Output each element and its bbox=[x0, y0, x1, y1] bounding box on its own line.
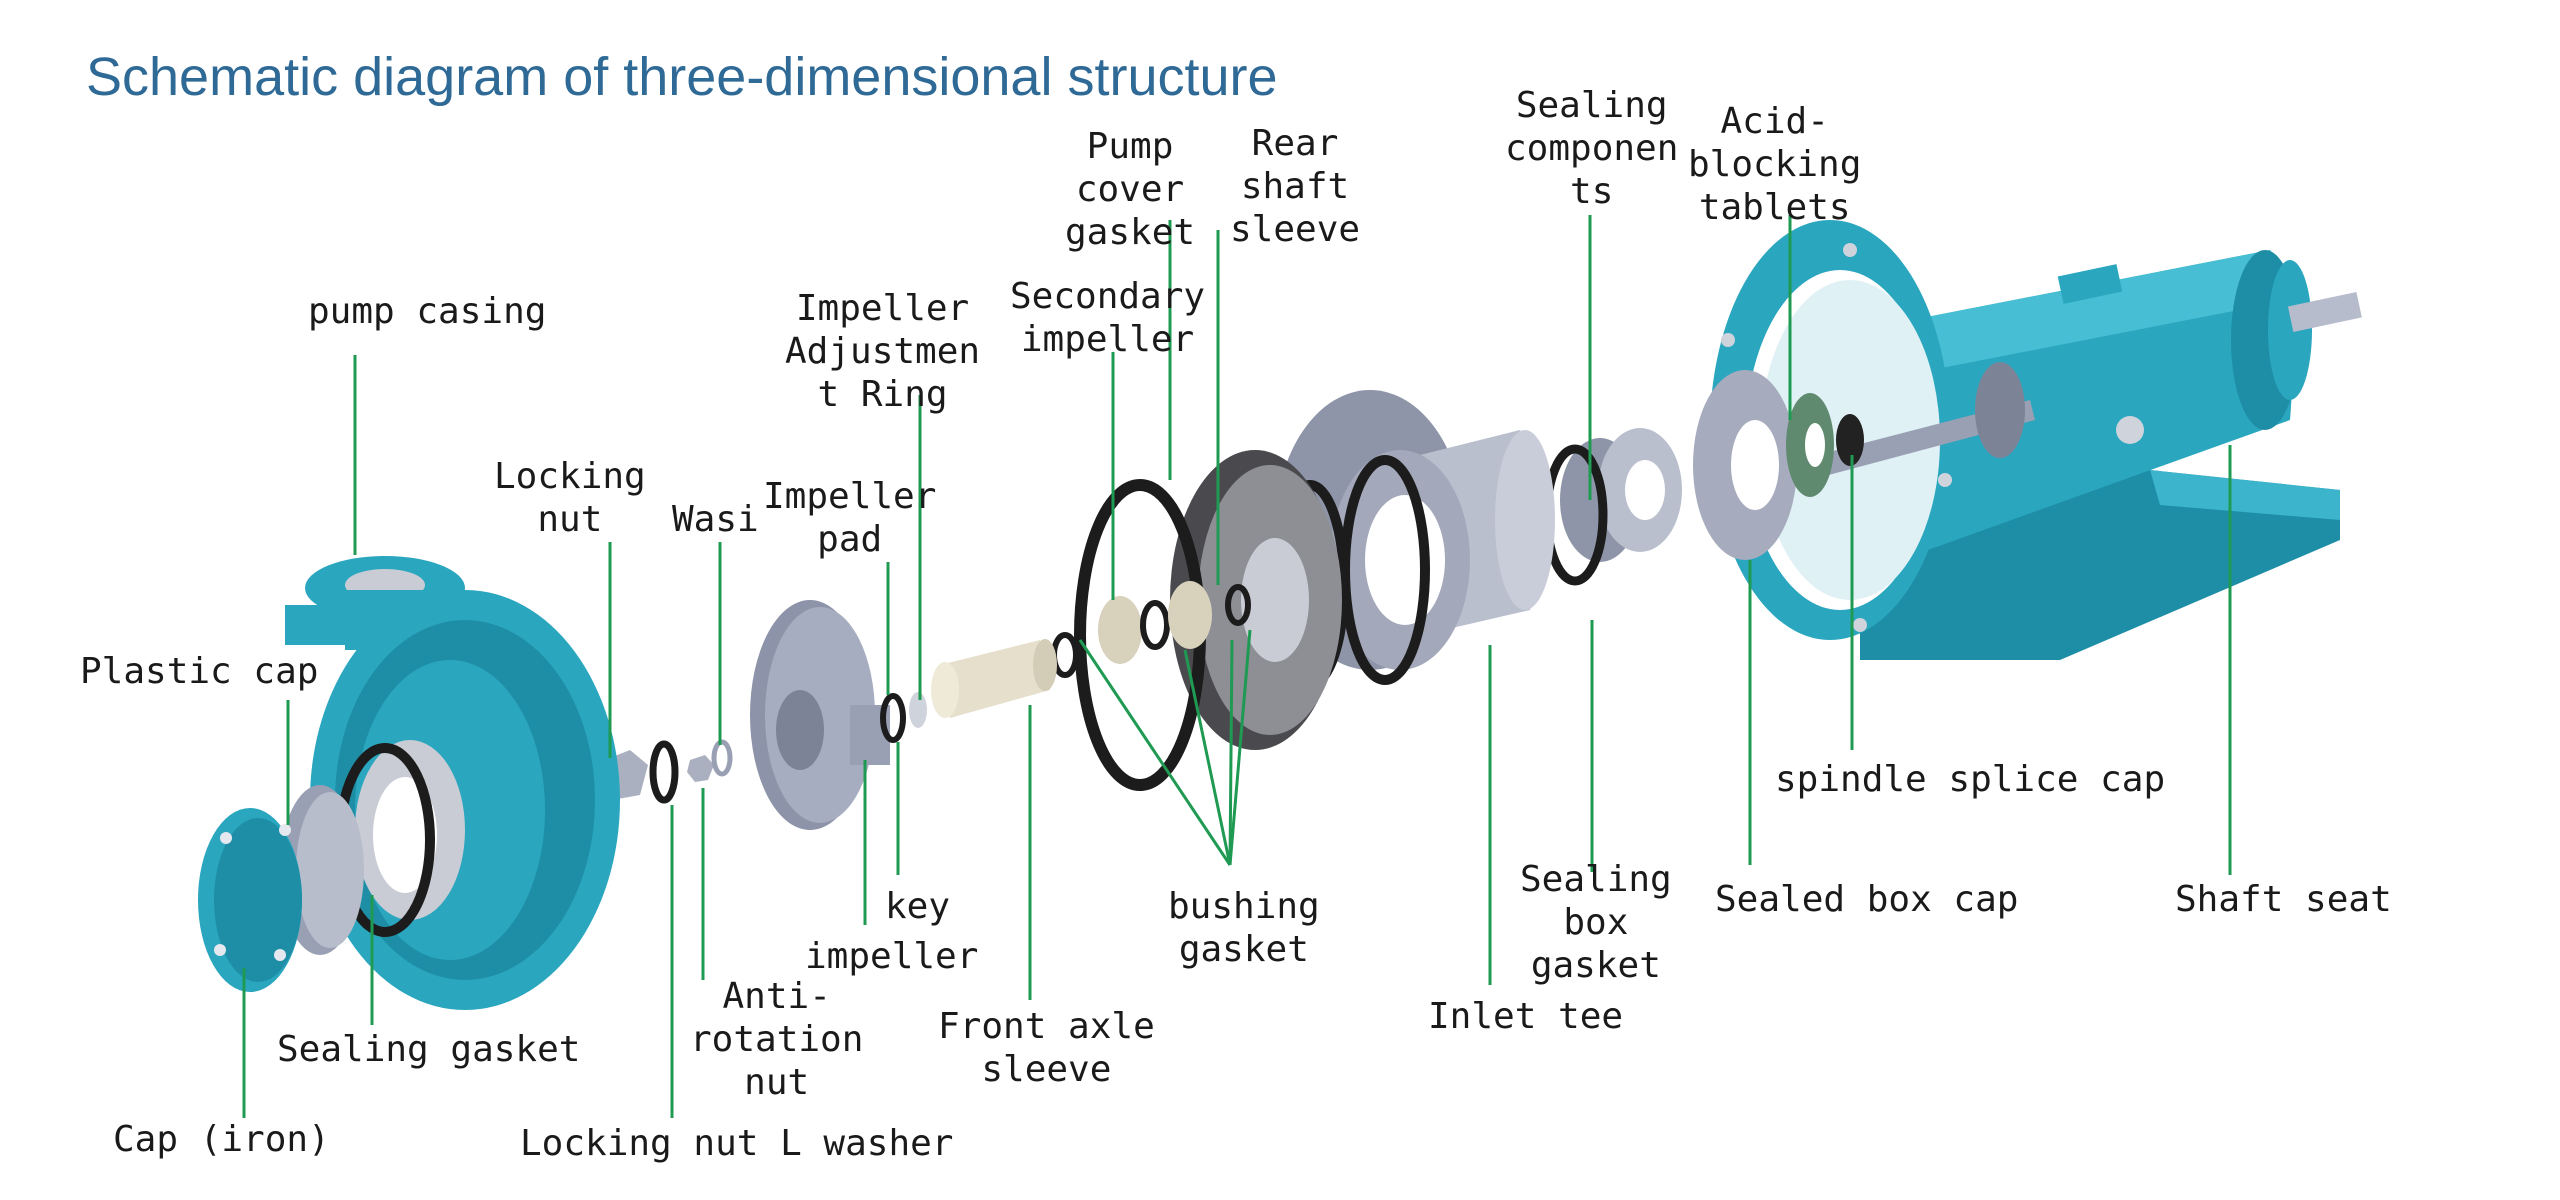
label-plastic-cap: Plastic cap bbox=[80, 651, 319, 692]
pump-cover-part bbox=[1074, 450, 1342, 791]
label-shaft-seat: Shaft seat bbox=[2175, 879, 2392, 920]
label-rear-shaft-sleeve: Rear shaft sleeve bbox=[1230, 123, 1361, 250]
leader-bushing-4 bbox=[1228, 629, 1252, 866]
leader-bushing-2 bbox=[1183, 649, 1232, 866]
pump-casing-part bbox=[285, 556, 620, 1010]
label-locking-nut: Locking nut bbox=[494, 456, 646, 540]
label-spindle-splice-cap: spindle splice cap bbox=[1775, 759, 2166, 800]
label-impeller-adjustment-ring: Impeller Adjustmen t Ring bbox=[785, 288, 981, 415]
diagram-title: Schematic diagram of three-dimensional s… bbox=[86, 47, 1278, 107]
impeller-part bbox=[750, 600, 927, 830]
label-key: key bbox=[885, 886, 951, 927]
label-sealing-components: Sealing componen ts bbox=[1505, 85, 1679, 212]
label-wasi: Wasi bbox=[672, 499, 759, 540]
inlet-tee-part bbox=[1271, 390, 1555, 690]
label-pump-casing: pump casing bbox=[308, 291, 547, 332]
label-acid-blocking-tablets: Acid- blocking tablets bbox=[1688, 101, 1862, 228]
label-sealed-box-cap: Sealed box cap bbox=[1715, 879, 2019, 920]
acid-blocking-tablets-part bbox=[1786, 393, 1834, 497]
label-sealing-gasket: Sealing gasket bbox=[277, 1029, 581, 1070]
leader-bushing-1 bbox=[1078, 639, 1232, 866]
spindle-splice-cap-part bbox=[1836, 414, 1864, 466]
front-axle-sleeve-part bbox=[931, 639, 1057, 718]
sealed-box-cap-part bbox=[1693, 370, 1797, 560]
label-sealing-box-gasket: Sealing box gasket bbox=[1520, 859, 1672, 986]
label-bushing-gasket: bushing gasket bbox=[1168, 886, 1320, 970]
label-locking-nut-l-washer: Locking nut L washer bbox=[520, 1123, 954, 1164]
label-secondary-impeller: Secondary impeller bbox=[1010, 276, 1206, 360]
leader-bushing-3 bbox=[1228, 639, 1234, 866]
leader-lines bbox=[242, 215, 2232, 1118]
secondary-impeller-part bbox=[1051, 581, 1251, 678]
label-inlet-tee: Inlet tee bbox=[1428, 996, 1624, 1037]
sealing-components-part bbox=[1542, 428, 1682, 586]
label-pump-cover-gasket: Pump cover gasket bbox=[1065, 126, 1196, 253]
label-impeller: impeller bbox=[805, 936, 979, 977]
cap-iron-part bbox=[198, 808, 302, 992]
label-cap-iron: Cap (iron) bbox=[113, 1119, 330, 1160]
label-anti-rotation-nut: Anti- rotation nut bbox=[690, 976, 864, 1103]
label-impeller-pad: Impeller pad bbox=[763, 476, 937, 560]
label-front-axle-sleeve: Front axle sleeve bbox=[938, 1006, 1155, 1090]
